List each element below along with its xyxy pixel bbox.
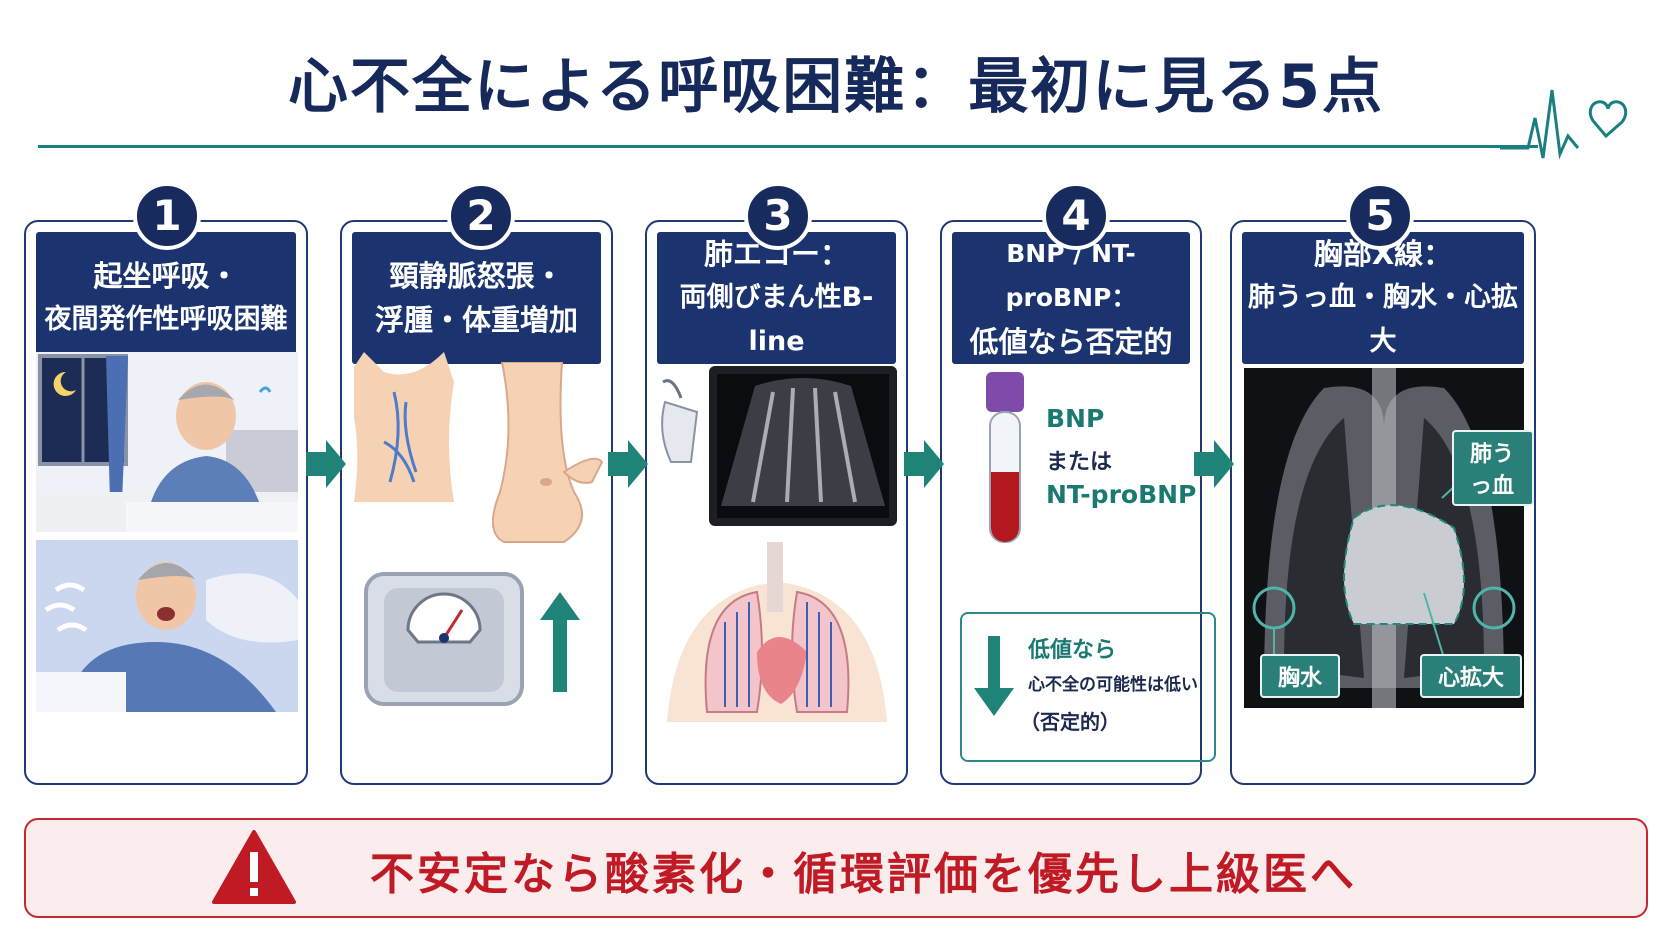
arrow-right-icon <box>904 440 944 488</box>
lungs-illustration <box>667 542 887 722</box>
page-title: 心不全による呼吸困難：最初に見る5点 <box>288 52 1384 122</box>
neck-vein-illustration <box>354 352 454 502</box>
down-arrow-icon <box>974 636 1014 716</box>
step-2-title-line1: 頸静脈怒張・ <box>389 259 564 293</box>
bnp-label-1: BNP <box>1046 404 1105 433</box>
step-1-panel: 起坐呼吸・ 夜間発作性呼吸困難 <box>24 220 308 785</box>
step-4-panel: BNP / NT-proBNP： 低値なら否定的 BNP または NT-proB… <box>940 220 1216 785</box>
arrow-right-icon <box>608 440 648 488</box>
arrow-right-icon <box>306 440 346 488</box>
orthopnea-illustration <box>36 352 298 532</box>
ultrasound-probe-icon <box>661 379 699 463</box>
bnp-label-3: NT-proBNP <box>1046 480 1197 509</box>
pnd-illustration <box>36 540 298 712</box>
step-3-panel: 肺エコー： 両側びまん性B-line <box>645 220 908 785</box>
step-1-title-line1: 起坐呼吸・ <box>93 259 239 293</box>
bnp-note-line3: （否定的） <box>1020 710 1120 734</box>
step-4-number: 4 <box>1042 182 1110 250</box>
step-3-title-line2: 両側びまん性B-line <box>679 282 874 357</box>
scale-illustration <box>364 572 524 706</box>
step-5-title-line2: 肺うっ血・胸水・心拡大 <box>1248 282 1518 357</box>
step-1-header: 起坐呼吸・ 夜間発作性呼吸困難 <box>36 232 296 364</box>
title-divider <box>38 145 1538 148</box>
step-2-header: 頸静脈怒張・ 浮腫・体重増加 <box>352 232 601 364</box>
xray-label-congestion: 肺うっ血 <box>1452 430 1534 506</box>
bnp-note-line2: 心不全の可能性は低い <box>1028 675 1198 695</box>
step-4-header: BNP / NT-proBNP： 低値なら否定的 <box>952 232 1190 364</box>
warning-icon <box>212 830 296 904</box>
step-3-header: 肺エコー： 両側びまん性B-line <box>657 232 896 364</box>
heartbeat-icon <box>1500 89 1628 160</box>
up-arrow-icon <box>540 592 580 692</box>
blood-tube-icon <box>986 372 1024 543</box>
xray-label-cardiomegaly: 心拡大 <box>1420 654 1523 698</box>
step-2-panel: 頸静脈怒張・ 浮腫・体重増加 <box>340 220 613 785</box>
leg-edema-illustration <box>492 362 604 543</box>
bnp-label-2: または <box>1046 450 1113 475</box>
step-5-header: 胸部X線： 肺うっ血・胸水・心拡大 <box>1242 232 1524 364</box>
step-5-panel: 胸部X線： 肺うっ血・胸水・心拡大 肺うっ血 胸水 心拡大 <box>1230 220 1536 785</box>
warning-text: 不安定なら酸素化・循環評価を優先し上級医へ <box>370 849 1357 900</box>
step-2-number: 2 <box>447 182 515 250</box>
bnp-note-line1: 低値なら <box>1028 638 1117 663</box>
ultrasound-screen-illustration <box>661 366 897 526</box>
arrow-right-icon <box>1194 440 1234 488</box>
moon-icon <box>53 371 76 396</box>
step-2-title-line2: 浮腫・体重増加 <box>374 303 578 337</box>
step-1-title-line2: 夜間発作性呼吸困難 <box>44 304 288 335</box>
warning-banner: 不安定なら酸素化・循環評価を優先し上級医へ <box>24 818 1648 918</box>
step-3-number: 3 <box>744 182 812 250</box>
chest-xray-image <box>1244 368 1524 708</box>
bnp-interpretation-box: 低値なら 心不全の可能性は低い （否定的） <box>960 612 1216 762</box>
xray-label-effusion: 胸水 <box>1260 654 1341 698</box>
step-4-title-line2: 低値なら否定的 <box>969 325 1173 359</box>
step-5-number: 5 <box>1346 182 1414 250</box>
step-1-number: 1 <box>133 182 201 250</box>
